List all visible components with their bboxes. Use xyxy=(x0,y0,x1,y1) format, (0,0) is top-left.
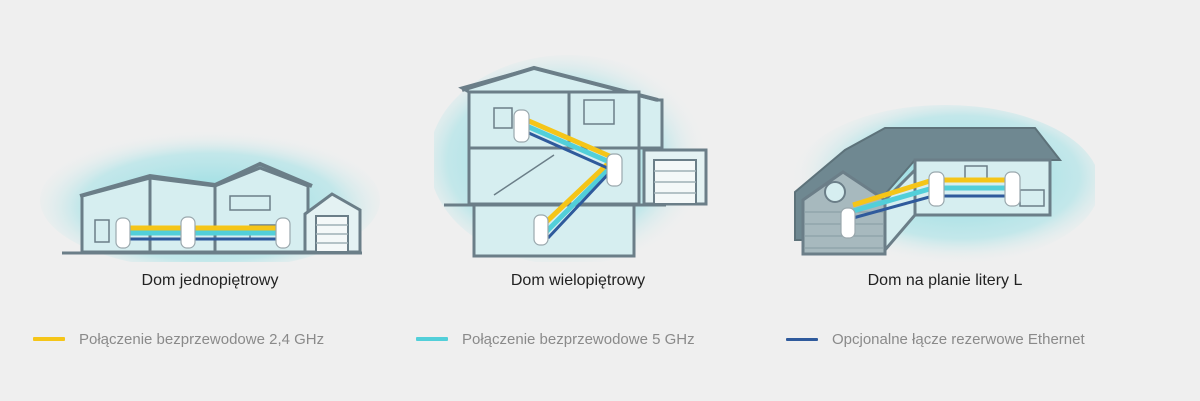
caption-multi-storey: Dom wielopiętrowy xyxy=(510,272,646,289)
multi-storey-house-diagram xyxy=(434,0,724,262)
caption-single-storey: Dom jednopiętrowy xyxy=(141,272,279,289)
deco-device xyxy=(513,109,623,246)
legend-swatch-5ghz xyxy=(416,337,448,341)
deco-device xyxy=(115,216,291,249)
caption-l-shaped: Dom na planie litery L xyxy=(867,272,1023,289)
legend-item-5ghz: Połączenie bezprzewodowe 5 GHz xyxy=(416,328,695,350)
legend-swatch-2-4ghz xyxy=(33,337,65,341)
single-storey-house-diagram xyxy=(40,0,380,262)
legend-label-ethernet: Opcjonalne łącze rezerwowe Ethernet xyxy=(832,330,1085,348)
legend-item-ethernet: Opcjonalne łącze rezerwowe Ethernet xyxy=(786,328,1085,350)
legend-item-2-4ghz: Połączenie bezprzewodowe 2,4 GHz xyxy=(33,328,324,350)
legend-swatch-ethernet xyxy=(786,337,818,341)
l-shaped-house-diagram xyxy=(775,0,1095,262)
legend-label-2-4ghz: Połączenie bezprzewodowe 2,4 GHz xyxy=(79,330,325,348)
deco-device xyxy=(840,171,1021,239)
legend-label-5ghz: Połączenie bezprzewodowe 5 GHz xyxy=(462,330,695,348)
